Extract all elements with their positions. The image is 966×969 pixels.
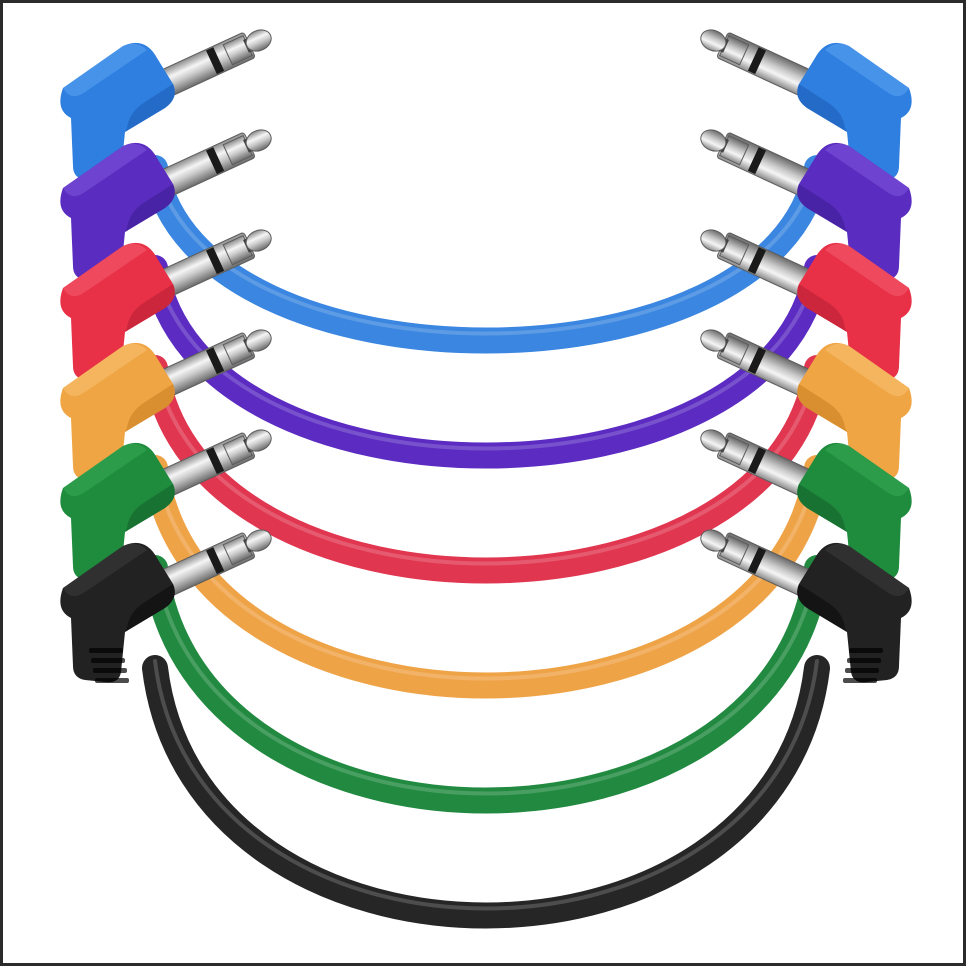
plug-body [797, 42, 912, 183]
plug-tip [245, 329, 272, 352]
plug-right-black [700, 529, 912, 683]
plug-ring [205, 547, 225, 575]
plug-tip [245, 429, 272, 452]
plug-tip [700, 229, 727, 252]
plug-left-green [60, 429, 272, 583]
patch-cables-illustration [60, 29, 912, 929]
plug-ring [747, 147, 767, 175]
plug-ring [747, 47, 767, 75]
plug-tip [245, 229, 272, 252]
plug-body [60, 542, 175, 683]
cable-green [142, 555, 830, 814]
plug-ring [747, 347, 767, 375]
plug-body [797, 142, 912, 283]
plug-body [60, 442, 175, 583]
plug-body [60, 142, 175, 283]
plug-body [60, 342, 175, 483]
plug-right-red [700, 229, 912, 383]
plug-body [60, 42, 175, 183]
plug-body [797, 242, 912, 383]
plug-tip [245, 29, 272, 52]
plug-tip [700, 29, 727, 52]
plug-right-purple [700, 129, 912, 283]
plug-left-red [60, 229, 272, 383]
plug-tip [700, 129, 727, 152]
plug-ring [205, 247, 225, 275]
plug-body [797, 342, 912, 483]
plug-body [797, 542, 912, 683]
plug-left-purple [60, 129, 272, 283]
plug-ring [747, 547, 767, 575]
plug-right-blue [700, 29, 912, 183]
plug-ring [205, 147, 225, 175]
plug-right-green [700, 429, 912, 583]
plug-tip [700, 329, 727, 352]
plug-left-orange [60, 329, 272, 483]
plug-ring [747, 247, 767, 275]
plug-ring [205, 347, 225, 375]
plug-tip [700, 429, 727, 452]
plug-ring [747, 447, 767, 475]
plug-tip [245, 529, 272, 552]
plug-tip [700, 529, 727, 552]
plug-ring [205, 47, 225, 75]
plug-tip [245, 129, 272, 152]
plug-body [60, 242, 175, 383]
cable-black [142, 655, 830, 929]
plug-ring [205, 447, 225, 475]
plug-body [797, 442, 912, 583]
plug-right-orange [700, 329, 912, 483]
plug-left-black [60, 529, 272, 683]
plugs-layer [60, 29, 912, 683]
plug-left-blue [60, 29, 272, 183]
